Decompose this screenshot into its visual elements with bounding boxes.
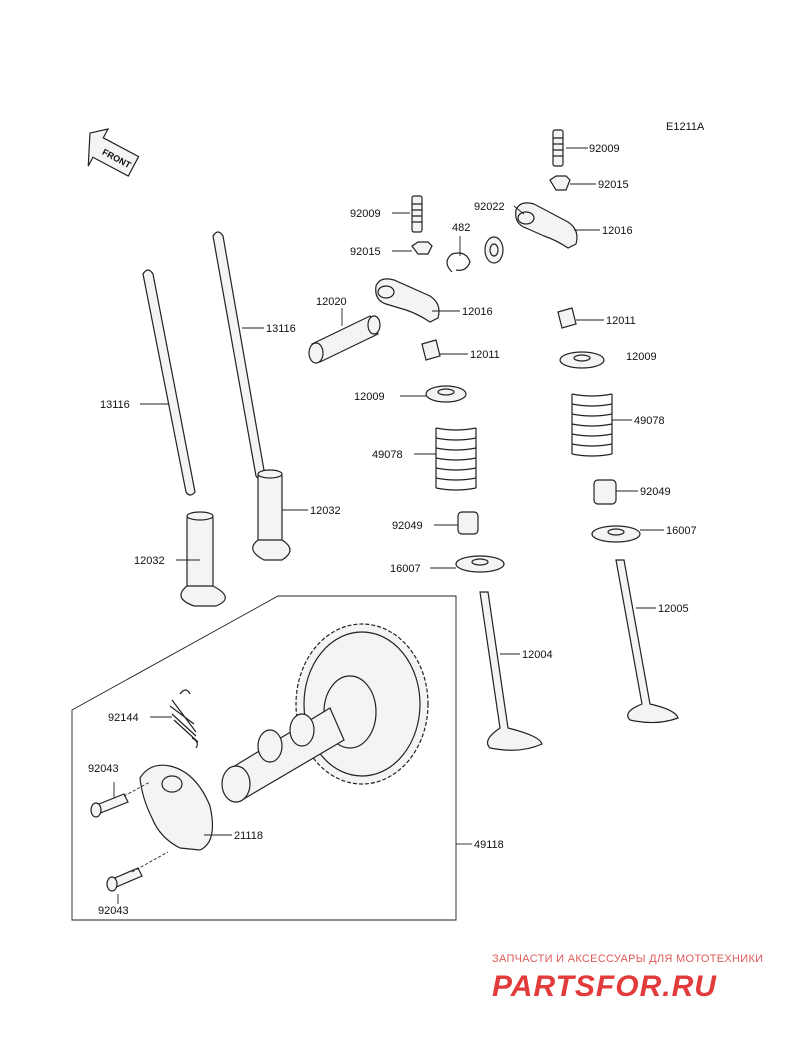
label-92049-right: 92049: [640, 486, 671, 498]
locknut-right: [549, 175, 571, 191]
label-12005: 12005: [658, 603, 689, 615]
label-12032-left: 12032: [134, 555, 165, 567]
label-92144: 92144: [108, 712, 139, 724]
camshaft-body: [221, 707, 345, 803]
adjuster-screw-left: [411, 195, 423, 233]
watermark-brand: PARTSFOR.RU: [492, 970, 717, 1003]
diagram-code: E1211A: [666, 121, 705, 133]
decomp-plate: [139, 764, 213, 851]
label-49078-left: 49078: [372, 449, 403, 461]
label-12009-left: 12009: [354, 391, 385, 403]
watermark: ЗАПЧАСТИ И АКСЕССУАРЫ ДЛЯ МОТОТЕХНИКИ PA…: [492, 953, 763, 1003]
label-12016-right: 12016: [602, 225, 633, 237]
label-12016-left: 12016: [462, 306, 493, 318]
label-21118: 21118: [234, 830, 263, 842]
valve-stem-seal-left: [457, 511, 479, 535]
label-13116-left: 13116: [100, 399, 130, 411]
valve-stem-seal-right: [593, 479, 617, 505]
locknut-left: [411, 241, 433, 255]
washer-92022: [484, 236, 504, 264]
spring-retainer-left: [425, 385, 467, 403]
label-92015-right: 92015: [598, 179, 629, 191]
adjuster-screw-right: [552, 129, 564, 167]
front-arrow-icon: FRONT: [87, 128, 140, 177]
spring-retainer-right: [559, 351, 605, 369]
label-12020: 12020: [316, 296, 347, 308]
rocker-shaft: [308, 315, 381, 364]
bolt-bottom: [106, 867, 143, 892]
tappet-right: [252, 469, 291, 561]
valve-spring-right: [571, 393, 613, 457]
pushrod-left: [142, 269, 196, 496]
tappet-left: [180, 511, 226, 607]
label-12032-right: 12032: [310, 505, 341, 517]
rocker-arm-right: [515, 202, 578, 249]
label-12011-left: 12011: [470, 349, 500, 361]
watermark-tagline: ЗАПЧАСТИ И АКСЕССУАРЫ ДЛЯ МОТОТЕХНИКИ: [492, 953, 763, 965]
rocker-arm-left: [375, 278, 440, 323]
label-12009-right: 12009: [626, 351, 657, 363]
spring-seat-right: [591, 525, 641, 543]
circlip-482: [446, 252, 471, 273]
label-482: 482: [452, 222, 470, 234]
label-16007-left: 16007: [390, 563, 421, 575]
label-92049-left: 92049: [392, 520, 423, 532]
label-16007-right: 16007: [666, 525, 697, 537]
camshaft-assembly-box: [71, 595, 457, 921]
label-92009-left: 92009: [350, 208, 381, 220]
label-92043-top: 92043: [88, 763, 119, 775]
valve-keeper-right: [557, 307, 577, 329]
label-92022: 92022: [474, 201, 505, 213]
label-12004: 12004: [522, 649, 553, 661]
bolt-top: [90, 793, 129, 818]
label-92009-right: 92009: [589, 143, 620, 155]
label-49118: 49118: [474, 839, 504, 851]
decomp-spring: [169, 689, 199, 749]
camshaft-gear: [295, 623, 429, 785]
pushrod-right: [212, 231, 266, 480]
label-12011-right: 12011: [606, 315, 636, 327]
valve-exhaust: [615, 559, 679, 724]
label-13116-right: 13116: [266, 323, 296, 335]
valve-spring-left: [435, 427, 477, 491]
valve-keeper-left: [421, 339, 441, 361]
label-92015-left: 92015: [350, 246, 381, 258]
label-49078-right: 49078: [634, 415, 665, 427]
spring-seat-left: [455, 555, 505, 573]
label-92043-bottom: 92043: [98, 905, 129, 917]
part-labels: 92009 92015 92022 12016 92009 482 92015 …: [88, 143, 697, 917]
leader-lines: [113, 147, 664, 904]
valve-intake: [479, 591, 543, 751]
